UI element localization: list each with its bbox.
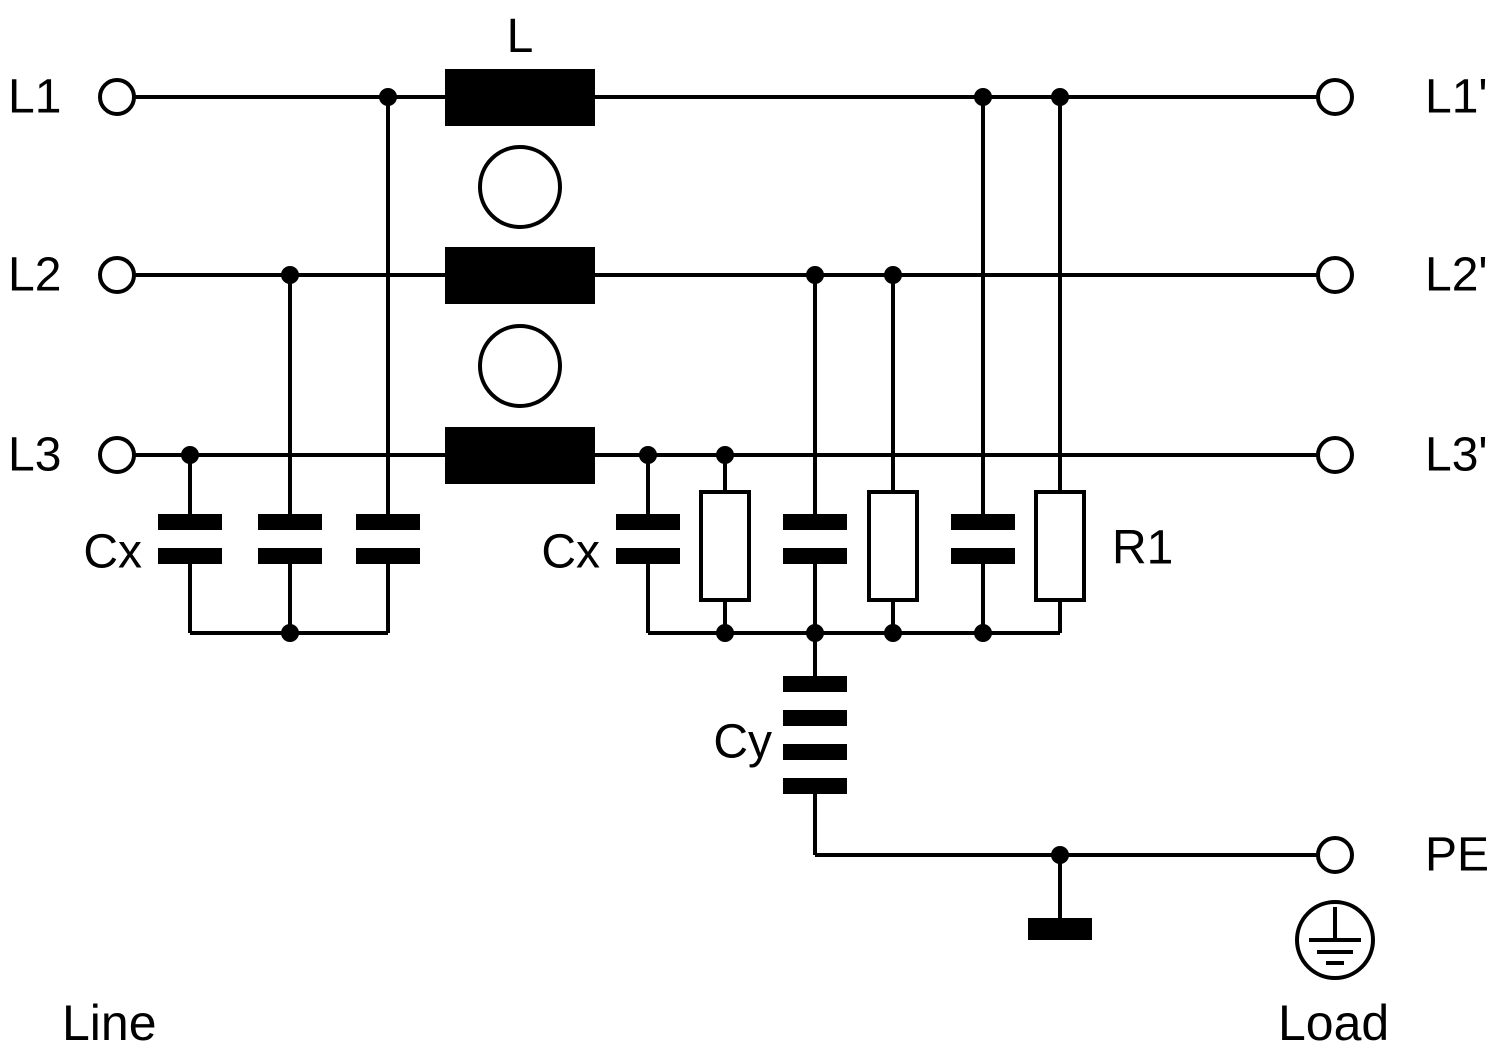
junction-dot bbox=[1051, 88, 1069, 106]
junction-dot bbox=[1051, 846, 1069, 864]
label-l2-out: L2' bbox=[1425, 249, 1488, 302]
capacitor-plate bbox=[783, 710, 847, 726]
label-l2-in: L2 bbox=[8, 249, 61, 302]
cx-left-plates bbox=[158, 514, 420, 564]
junction-dot bbox=[974, 624, 992, 642]
terminal-l1-out bbox=[1316, 78, 1354, 116]
junction-dot bbox=[281, 266, 299, 284]
junction-dots bbox=[181, 88, 1069, 864]
capacitor-plate bbox=[783, 744, 847, 760]
cy-plates bbox=[783, 676, 847, 794]
ground-bar bbox=[1028, 918, 1092, 940]
cx-left-wires bbox=[188, 97, 390, 635]
r1-resistors bbox=[699, 490, 1086, 602]
label-cx-left: Cx bbox=[83, 526, 142, 579]
junction-dot bbox=[281, 624, 299, 642]
capacitor-plate bbox=[783, 676, 847, 692]
resistor-body-l1 bbox=[1034, 490, 1086, 602]
choke-core-ring-top bbox=[478, 145, 562, 229]
junction-dot bbox=[806, 624, 824, 642]
choke-core-ring-bottom bbox=[478, 324, 562, 408]
capacitor-plate bbox=[951, 514, 1015, 530]
capacitor-plate bbox=[783, 778, 847, 794]
label-l3-out: L3' bbox=[1425, 429, 1488, 482]
label-cy: Cy bbox=[713, 716, 772, 769]
junction-dot bbox=[639, 446, 657, 464]
capacitor-plate bbox=[356, 548, 420, 564]
caption-line: Line bbox=[62, 995, 157, 1051]
capacitor-plate bbox=[616, 514, 680, 530]
junction-dot bbox=[806, 266, 824, 284]
capacitor-plate bbox=[356, 514, 420, 530]
junction-dot bbox=[181, 446, 199, 464]
label-l1-in: L1 bbox=[8, 71, 61, 124]
chassis-ground bbox=[1028, 855, 1092, 940]
label-r1: R1 bbox=[1112, 522, 1173, 575]
terminal-l3-out bbox=[1316, 436, 1354, 474]
junction-dot bbox=[379, 88, 397, 106]
choke-winding-l2 bbox=[445, 247, 595, 304]
terminal-l2-in bbox=[98, 256, 136, 294]
input-terminals bbox=[98, 78, 136, 474]
terminal-l2-out bbox=[1316, 256, 1354, 294]
capacitor-plate bbox=[616, 548, 680, 564]
cx-bank-left bbox=[158, 97, 420, 635]
capacitor-plate bbox=[951, 548, 1015, 564]
capacitor-plate bbox=[158, 548, 222, 564]
label-cx-right: Cx bbox=[541, 526, 600, 579]
terminal-l3-in bbox=[98, 436, 136, 474]
junction-dot bbox=[974, 88, 992, 106]
label-inductor: L bbox=[507, 10, 534, 63]
cx-bank-right bbox=[616, 97, 1086, 635]
output-terminals bbox=[1316, 78, 1354, 874]
choke-winding-l3 bbox=[445, 427, 595, 484]
junction-dot bbox=[716, 624, 734, 642]
label-l1-out: L1' bbox=[1425, 71, 1488, 124]
resistor-body-l2 bbox=[867, 490, 919, 602]
caption-load: Load bbox=[1278, 995, 1389, 1051]
capacitor-plate bbox=[783, 548, 847, 564]
protective-earth-icon bbox=[1295, 900, 1375, 980]
cx-right-plates bbox=[616, 514, 1015, 564]
junction-dot bbox=[716, 446, 734, 464]
labels: L L1 L2 L3 L1' L2' L3' PE Cx Cx R1 Cy Li… bbox=[8, 10, 1489, 1051]
capacitor-plate bbox=[158, 514, 222, 530]
capacitor-plate bbox=[258, 514, 322, 530]
terminal-pe-out bbox=[1316, 836, 1354, 874]
junction-dot bbox=[884, 624, 902, 642]
label-pe: PE bbox=[1425, 829, 1489, 882]
junction-dot bbox=[884, 266, 902, 284]
terminal-l1-in bbox=[98, 78, 136, 116]
capacitor-plate bbox=[258, 548, 322, 564]
choke-inductor bbox=[445, 69, 595, 484]
resistor-body-l3 bbox=[699, 490, 751, 602]
capacitor-plate bbox=[783, 514, 847, 530]
cy-capacitor bbox=[783, 633, 847, 855]
label-l3-in: L3 bbox=[8, 429, 61, 482]
choke-winding-l1 bbox=[445, 69, 595, 126]
